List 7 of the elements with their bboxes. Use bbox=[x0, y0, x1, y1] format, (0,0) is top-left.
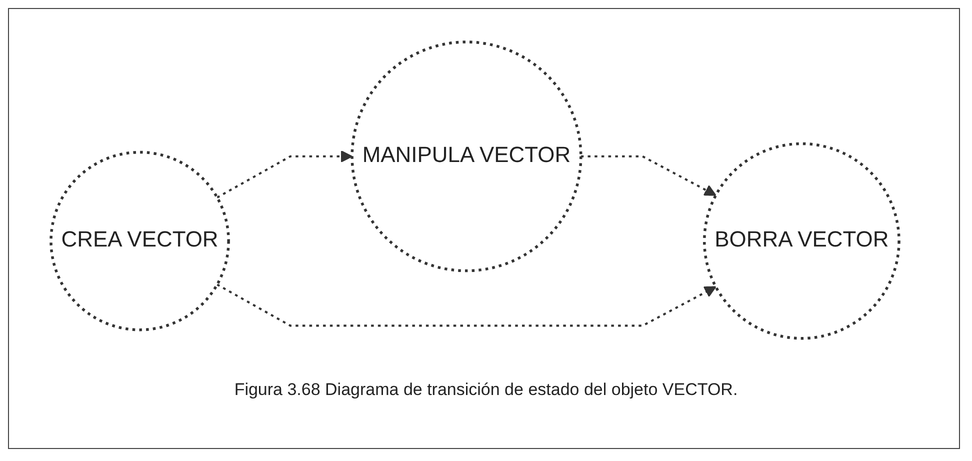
node-circle: MANIPULA VECTOR bbox=[350, 40, 582, 272]
node-circle: BORRA VECTOR bbox=[703, 142, 900, 340]
arrow bbox=[216, 283, 716, 327]
figure-caption: Figura 3.68 Diagrama de transición de estado del objeto VECTOR. bbox=[233, 380, 739, 400]
node-circle: CREA VECTOR bbox=[50, 150, 230, 332]
arrow bbox=[580, 155, 716, 196]
arrow bbox=[216, 150, 353, 198]
